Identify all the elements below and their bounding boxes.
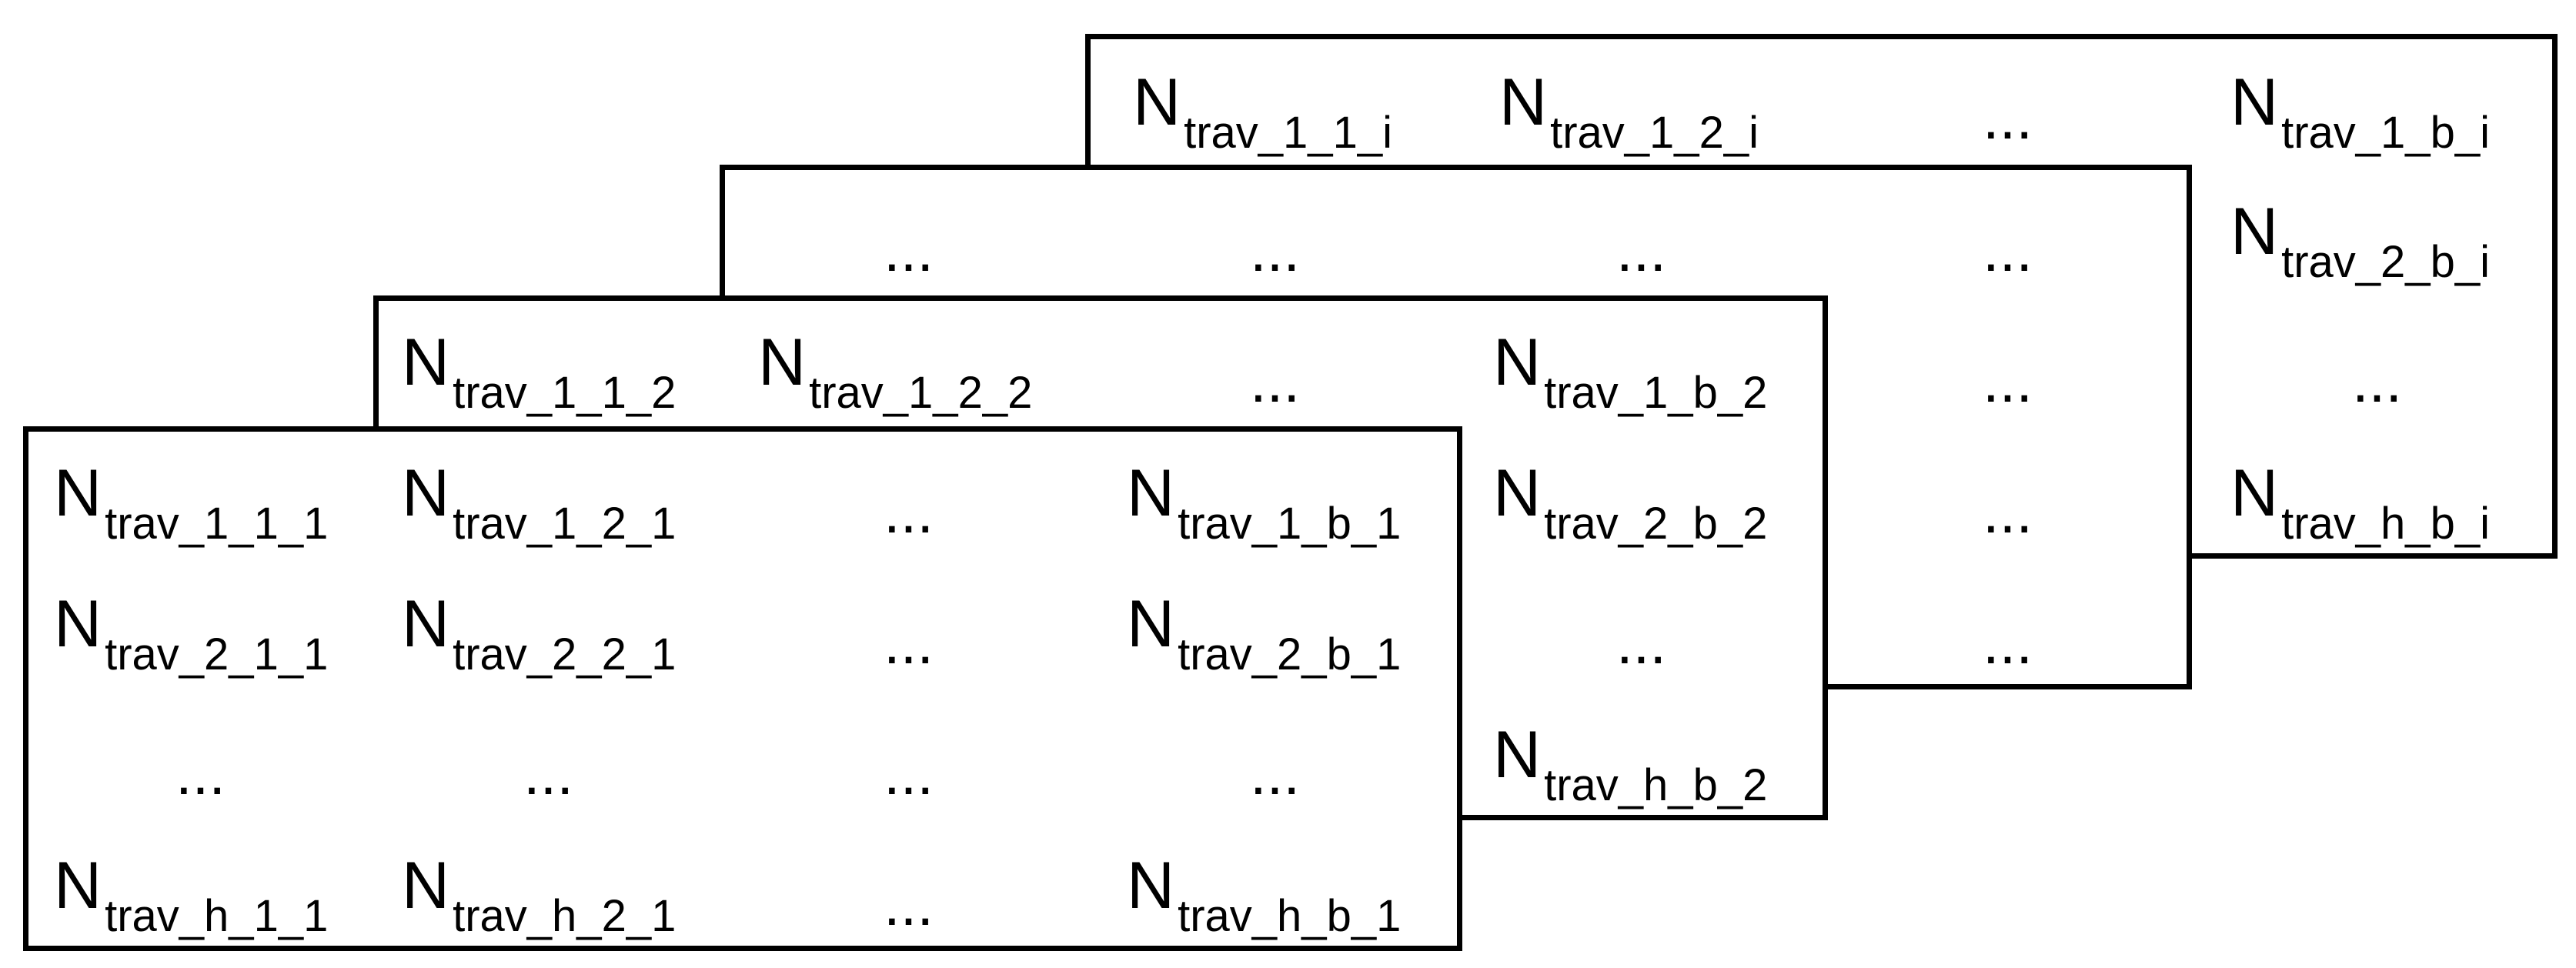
cell-layer-2-rh-cb: Ntrav_h_b_2 bbox=[1493, 722, 1767, 808]
cell-base: N bbox=[54, 456, 102, 530]
cell-base: N bbox=[1127, 587, 1175, 661]
ellipsis-layer-mid-r3-c4: ... bbox=[1983, 478, 2033, 546]
cell-base: N bbox=[1493, 456, 1542, 530]
ellipsis-layer-2-r3-cb: ... bbox=[1616, 609, 1667, 676]
cell-base: N bbox=[1133, 65, 1181, 139]
ellipsis-layer-mid-r4-c4: ... bbox=[1983, 609, 2033, 676]
cell-subscript: trav_2_b_1 bbox=[1178, 629, 1402, 679]
cell-subscript: trav_h_1_1 bbox=[105, 891, 329, 941]
cell-base: N bbox=[402, 849, 450, 923]
cell-subscript: trav_1_b_1 bbox=[1178, 499, 1402, 549]
cell-layer-i-r1-cb: Ntrav_1_b_i bbox=[2230, 69, 2490, 155]
ellipsis-layer-mid-r1-c1: ... bbox=[884, 216, 934, 284]
cell-subscript: trav_1_b_2 bbox=[1544, 368, 1768, 418]
cell-layer-2-r2-cb: Ntrav_2_b_2 bbox=[1493, 460, 1767, 546]
cell-layer-1-r1-cb: Ntrav_1_b_1 bbox=[1127, 460, 1401, 546]
cell-base: N bbox=[402, 325, 450, 399]
cell-subscript: trav_h_b_2 bbox=[1544, 760, 1768, 810]
cell-subscript: trav_1_2_1 bbox=[453, 499, 677, 549]
cell-base: N bbox=[1493, 325, 1542, 399]
cell-base: N bbox=[54, 587, 102, 661]
cell-subscript: trav_h_2_1 bbox=[453, 891, 677, 941]
cell-layer-2-r1-c1: Ntrav_1_1_2 bbox=[402, 329, 676, 416]
ellipsis-layer-1-r3-c3: ... bbox=[884, 739, 934, 807]
cell-layer-1-r1-c1: Ntrav_1_1_1 bbox=[54, 460, 328, 546]
cell-base: N bbox=[758, 325, 807, 399]
cell-subscript: trav_h_b_i bbox=[2281, 499, 2490, 549]
cell-subscript: trav_1_1_i bbox=[1184, 108, 1392, 158]
cell-base: N bbox=[1493, 718, 1542, 792]
cell-layer-1-r2-c1: Ntrav_2_1_1 bbox=[54, 591, 328, 677]
ellipsis-layer-2-r1-c3: ... bbox=[1250, 347, 1301, 415]
cell-layer-1-r2-cb: Ntrav_2_b_1 bbox=[1127, 591, 1401, 677]
cell-subscript: trav_h_b_1 bbox=[1178, 891, 1402, 941]
ellipsis-layer-1-r3-c2: ... bbox=[523, 739, 574, 807]
cell-layer-i-r2-cb: Ntrav_2_b_i bbox=[2230, 199, 2490, 285]
ellipsis-layer-i-r3-cb: ... bbox=[2352, 347, 2403, 415]
ellipsis-layer-mid-r1-c4: ... bbox=[1983, 216, 2033, 284]
cell-base: N bbox=[1499, 65, 1548, 139]
cell-layer-1-rh-cb: Ntrav_h_b_1 bbox=[1127, 853, 1401, 939]
cell-subscript: trav_2_b_2 bbox=[1544, 499, 1768, 549]
cell-subscript: trav_1_1_2 bbox=[453, 368, 677, 418]
ellipsis-layer-1-r1-c3: ... bbox=[884, 478, 934, 546]
cell-subscript: trav_1_2_2 bbox=[809, 368, 1033, 418]
ellipsis-layer-mid-r1-c3: ... bbox=[1616, 216, 1667, 284]
cell-subscript: trav_2_1_1 bbox=[105, 629, 329, 679]
cell-subscript: trav_1_1_1 bbox=[105, 499, 329, 549]
cell-base: N bbox=[1127, 849, 1175, 923]
ellipsis-layer-i-r1-c3: ... bbox=[1983, 84, 2033, 152]
cell-base: N bbox=[1127, 456, 1175, 530]
cell-layer-1-r2-c2: Ntrav_2_2_1 bbox=[402, 591, 676, 677]
cell-layer-i-r1-c1: Ntrav_1_1_i bbox=[1133, 69, 1392, 155]
cell-subscript: trav_2_b_i bbox=[2281, 237, 2490, 287]
ellipsis-layer-1-r3-c1: ... bbox=[175, 739, 226, 807]
cell-base: N bbox=[2230, 65, 2279, 139]
ellipsis-layer-mid-r2-c4: ... bbox=[1983, 347, 2033, 415]
cell-base: N bbox=[402, 587, 450, 661]
cell-base: N bbox=[402, 456, 450, 530]
ellipsis-layer-1-rh-c3: ... bbox=[884, 870, 934, 938]
cell-layer-2-r1-cb: Ntrav_1_b_2 bbox=[1493, 329, 1767, 416]
cell-layer-i-r1-c2: Ntrav_1_2_i bbox=[1499, 69, 1759, 155]
cell-layer-i-rh-cb: Ntrav_h_b_i bbox=[2230, 460, 2490, 546]
cell-base: N bbox=[2230, 456, 2279, 530]
cell-base: N bbox=[54, 849, 102, 923]
cell-layer-1-rh-c1: Ntrav_h_1_1 bbox=[54, 853, 328, 939]
cell-subscript: trav_1_b_i bbox=[2281, 108, 2490, 158]
matrix-layer-1 bbox=[23, 426, 1462, 951]
cell-layer-1-rh-c2: Ntrav_h_2_1 bbox=[402, 853, 676, 939]
ellipsis-layer-1-r2-c3: ... bbox=[884, 609, 934, 676]
cell-base: N bbox=[2230, 195, 2279, 269]
cell-subscript: trav_1_2_i bbox=[1550, 108, 1759, 158]
ellipsis-layer-1-r3-cb: ... bbox=[1250, 739, 1301, 807]
cell-layer-2-r1-c2: Ntrav_1_2_2 bbox=[758, 329, 1032, 416]
ellipsis-layer-mid-r1-c2: ... bbox=[1250, 216, 1301, 284]
cell-layer-1-r1-c2: Ntrav_1_2_1 bbox=[402, 460, 676, 546]
cell-subscript: trav_2_2_1 bbox=[453, 629, 677, 679]
